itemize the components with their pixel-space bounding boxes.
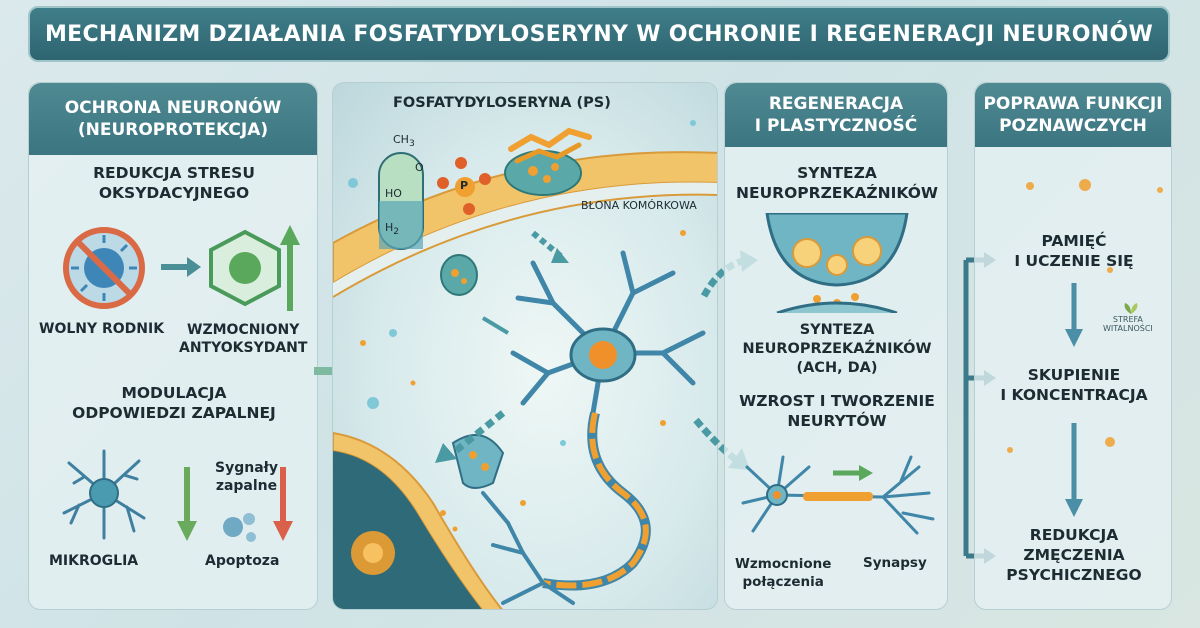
ps-label: FOSFATYDYLOSERYNA (PS) — [393, 95, 611, 111]
formula-ch3: CH3 — [393, 133, 415, 150]
panel-neuroprotection: OCHRONA NEURONÓW (NEUROPROTEKCJA) REDUKC… — [28, 82, 318, 610]
free-radical-label: WOLNY RODNIK — [39, 321, 165, 337]
page-title: MECHANIZM DZIAŁANIA FOSFATYDYLOSERYNY W … — [44, 21, 1154, 47]
synapse-icon — [765, 213, 909, 313]
formula-h2: H2 — [385, 221, 400, 238]
title-bar: MECHANIZM DZIAŁANIA FOSFATYDYLOSERYNY W … — [28, 6, 1170, 62]
arrow-right-icon — [161, 257, 201, 277]
formula-p: P — [460, 179, 469, 192]
free-radical-icon — [63, 227, 145, 309]
microglia-label: MIKROGLIA — [49, 553, 139, 569]
brand-leaf-icon — [1124, 303, 1138, 314]
membrane-label: BŁONA KOMÓRKOWA — [581, 199, 697, 212]
antioxidant-hexagon-icon — [209, 229, 281, 307]
mechanism-illustration — [333, 120, 717, 609]
microglia-icon — [62, 449, 146, 540]
arrow-down-icon — [1065, 423, 1083, 517]
increase-arrow-icon — [280, 225, 300, 311]
neurite-growth-icon — [741, 455, 935, 535]
header-line: (NEUROPROTEKCJA) — [77, 120, 269, 140]
panel-mechanism: FOSFATYDYLOSERYNA (PS) BŁONA KOMÓRKOWA C… — [332, 82, 718, 610]
synapses-label: Synapsy — [863, 555, 927, 571]
panel-header: OCHRONA NEURONÓW (NEUROPROTEKCJA) — [29, 83, 317, 155]
cells-icon — [223, 513, 256, 542]
arrow-down-green-icon — [177, 467, 197, 541]
arrow-down-red-icon — [273, 467, 293, 541]
formula-o-top: O — [415, 161, 424, 174]
formula-ho: HO — [385, 187, 402, 200]
arrow-down-icon — [1065, 283, 1083, 347]
header-line: OCHRONA NEURONÓW — [64, 98, 282, 118]
apoptosis-label: Apoptoza — [205, 553, 280, 569]
